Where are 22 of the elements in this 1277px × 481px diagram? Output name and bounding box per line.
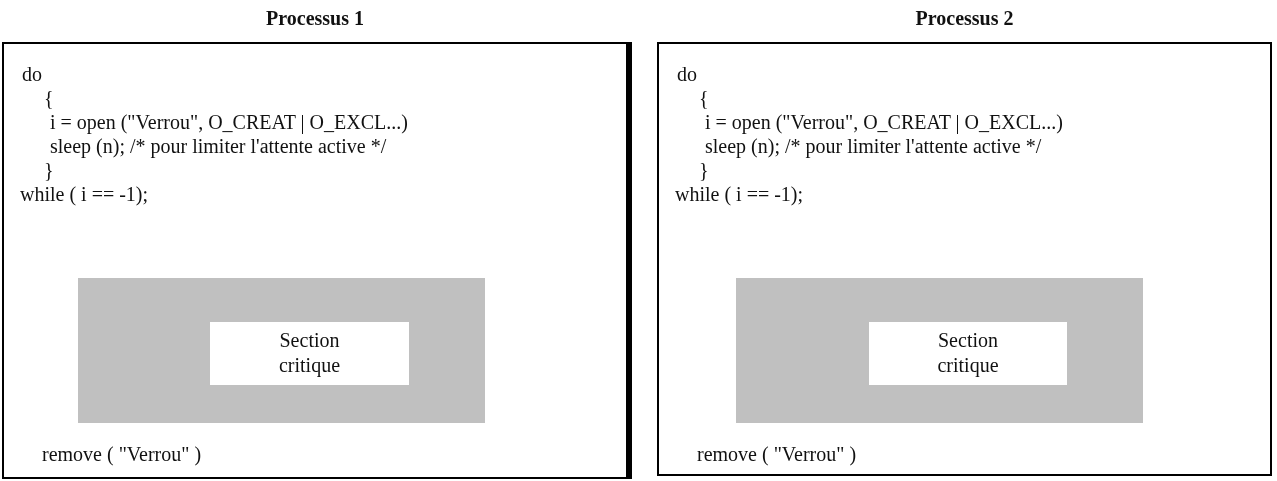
code-line: } — [699, 158, 709, 182]
code-line: i = open ("Verrou", O_CREAT | O_EXCL...) — [705, 110, 1063, 134]
code-line: remove ( "Verrou" ) — [42, 442, 202, 466]
code-line: while ( i == -1); — [675, 182, 804, 206]
shaded-area — [78, 278, 485, 423]
code-line: sleep (n); /* pour limiter l'attente active */ — [705, 134, 1042, 158]
shaded-area — [736, 278, 1143, 423]
panel-title: Processus 2 — [914, 6, 1015, 30]
code-line: while ( i == -1); — [20, 182, 149, 206]
text-box — [210, 322, 409, 385]
section-label: Section critique — [277, 328, 342, 378]
code-line: } — [44, 158, 54, 182]
code-line: remove ( "Verrou" ) — [697, 442, 857, 466]
code-line: do — [677, 62, 697, 86]
code-line: { — [699, 86, 709, 110]
panel-title: Processus 1 — [265, 6, 365, 30]
text-box — [869, 322, 1067, 385]
code-line: { — [44, 86, 54, 110]
code-line: i = open ("Verrou", O_CREAT | O_EXCL...) — [50, 110, 408, 134]
code-line: do — [22, 62, 42, 86]
section-label: Section critique — [936, 328, 1000, 378]
code-line: sleep (n); /* pour limiter l'attente active */ — [50, 134, 387, 158]
